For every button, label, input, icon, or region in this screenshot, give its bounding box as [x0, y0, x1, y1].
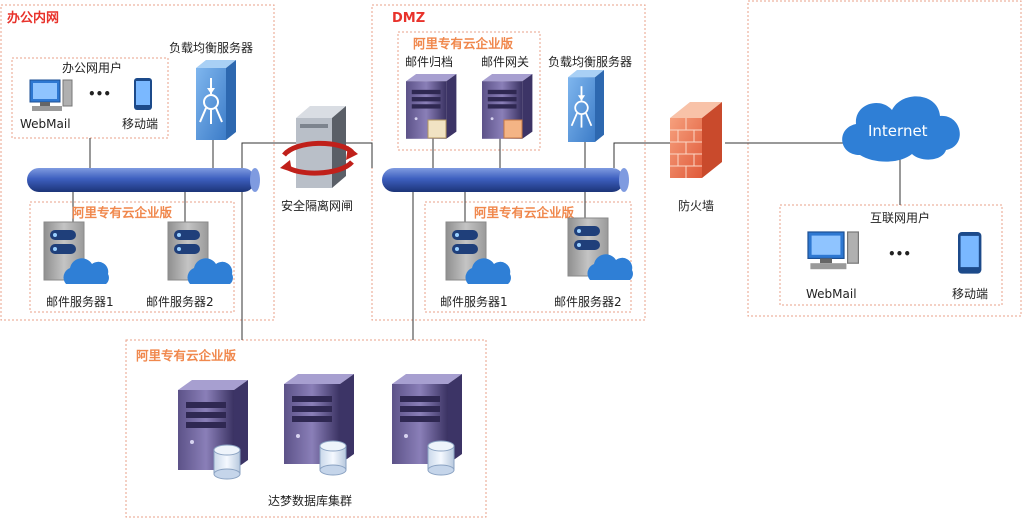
dmz-zone-box: [371, 4, 646, 321]
dmz-archive-label: 邮件归档: [405, 55, 453, 69]
office-cloud-tag: 阿里专有云企业版: [72, 205, 173, 220]
internet-pc-icon: [807, 231, 860, 270]
office-zone-box: [0, 4, 275, 321]
office-mail-server-1-icon: [43, 221, 110, 285]
office-phone-icon: [134, 78, 152, 110]
internet-phone-icon: [958, 232, 982, 274]
dmz-cloud-tag-top: 阿里专有云企业版: [413, 36, 514, 51]
internet-cloud-label: Internet: [868, 122, 928, 140]
connection-lines: [72, 134, 901, 340]
internet-users-dots: •••: [888, 247, 911, 261]
security-gateway-icon: [280, 106, 358, 188]
office-load-balancer-icon: [195, 59, 237, 141]
db-server-2-icon: [284, 374, 354, 476]
internet-users-title: 互联网用户: [870, 210, 930, 225]
office-mail-cluster-box: [29, 201, 235, 313]
office-users-dots: •••: [88, 87, 111, 101]
dmz-server1-label: 邮件服务器1: [440, 294, 508, 309]
internet-webmail-label: WebMail: [806, 287, 857, 301]
office-webmail-label: WebMail: [20, 117, 71, 131]
internet-cloud-icon: [842, 96, 960, 162]
firewall-label: 防火墙: [678, 198, 714, 213]
dmz-lb-label: 负载均衡服务器: [548, 54, 632, 69]
office-pc-icon: [29, 79, 73, 112]
security-gateway-label: 安全隔离网闸: [281, 198, 353, 213]
db-server-1-icon: [178, 380, 248, 480]
dmz-mail-server-2-icon: [567, 217, 634, 281]
office-mobile-label: 移动端: [122, 117, 158, 131]
internet-mobile-label: 移动端: [952, 287, 988, 301]
dmz-server2-label: 邮件服务器2: [554, 294, 622, 309]
dmz-gateway-cluster-box: [397, 31, 541, 151]
mail-gateway-server-icon: [482, 74, 533, 139]
office-mail-server-2-icon: [167, 221, 234, 285]
db-cluster-label: 达梦数据库集群: [268, 493, 352, 508]
dmz-network-bus: [382, 168, 629, 192]
office-network-bus: [27, 168, 260, 192]
dmz-mail-server-1-icon: [445, 221, 512, 285]
office-server2-label: 邮件服务器2: [146, 294, 214, 309]
office-server1-label: 邮件服务器1: [46, 294, 114, 309]
db-cloud-tag: 阿里专有云企业版: [136, 348, 237, 363]
office-zone-title: 办公内网: [7, 10, 59, 26]
dmz-load-balancer-icon: [567, 69, 605, 143]
internet-zone-box: [747, 0, 1022, 317]
dmz-mail-cluster-box: [424, 201, 632, 313]
dmz-mail-gateway-label: 邮件网关: [481, 55, 529, 69]
firewall-icon: [670, 102, 722, 178]
db-cluster-box: [125, 339, 487, 518]
mail-archive-server-icon: [406, 74, 457, 139]
internet-users-box: [779, 204, 1003, 306]
dmz-cloud-tag: 阿里专有云企业版: [474, 205, 575, 220]
db-server-3-icon: [392, 374, 462, 476]
dmz-zone-title: DMZ: [392, 11, 425, 26]
office-lb-label: 负载均衡服务器: [169, 40, 253, 55]
office-users-title: 办公网用户: [62, 60, 122, 75]
